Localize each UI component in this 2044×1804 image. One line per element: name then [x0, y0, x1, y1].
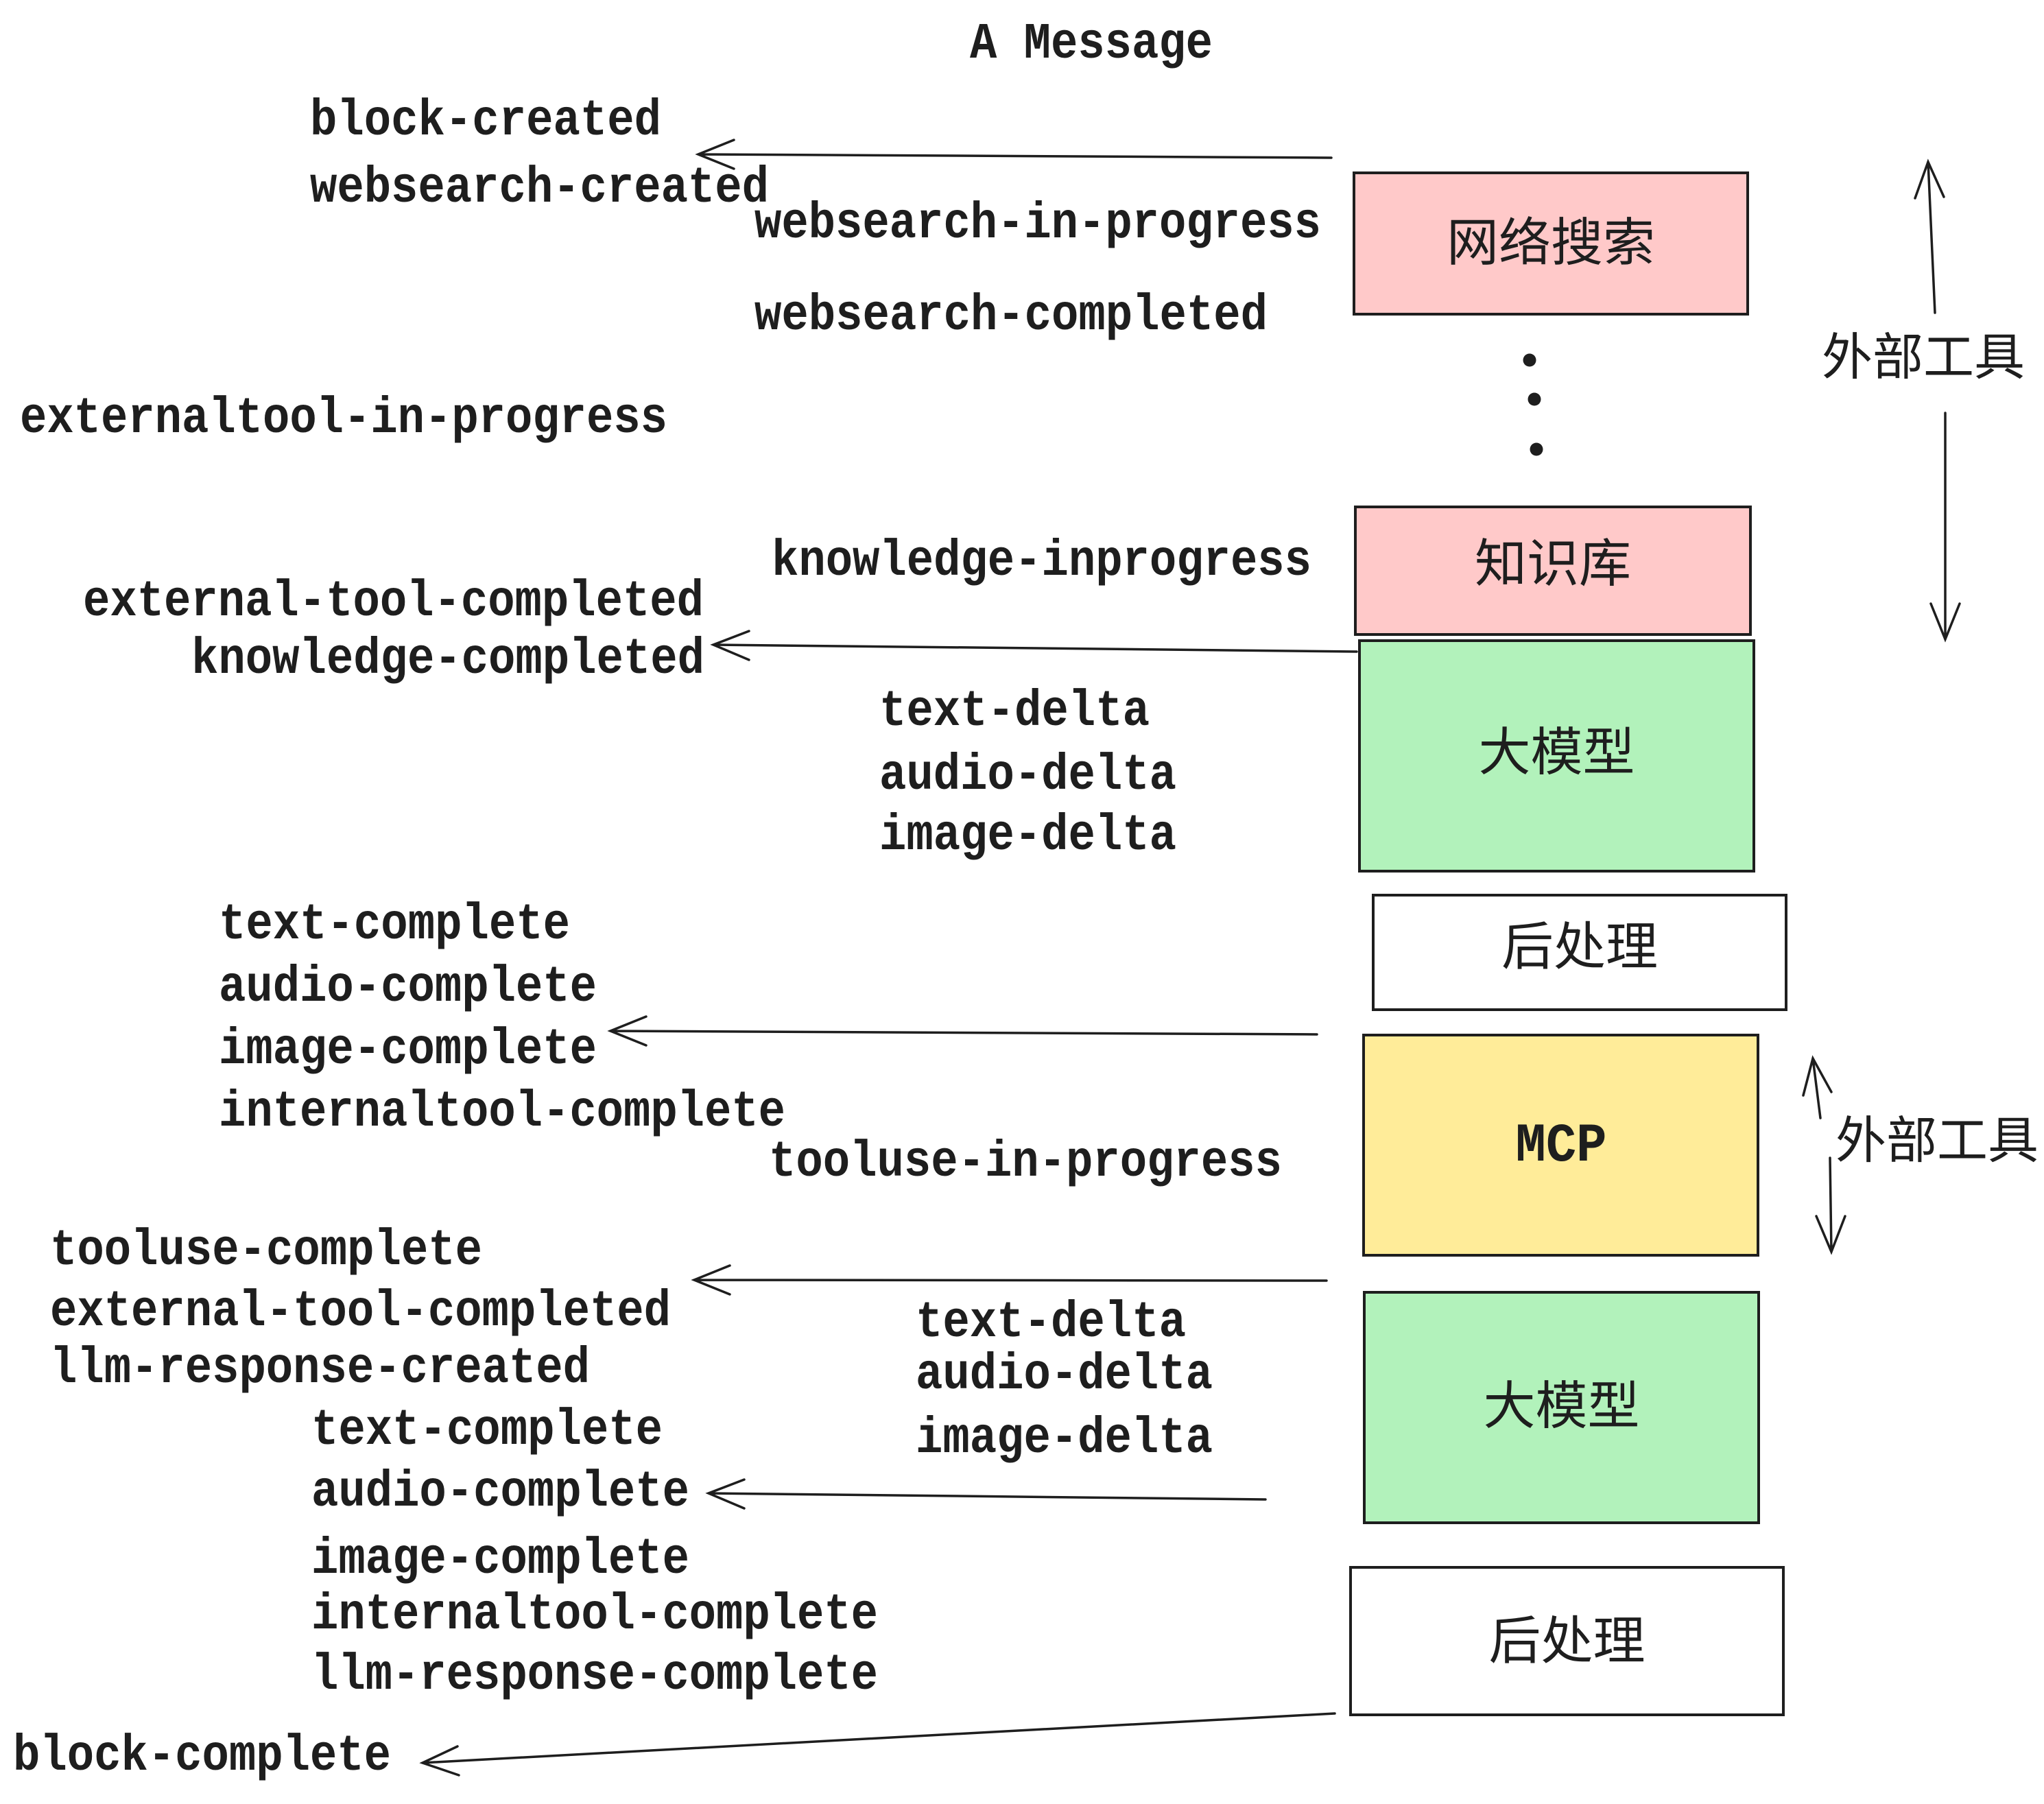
svg-text:audio-delta: audio-delta — [916, 1346, 1213, 1404]
svg-text:audio-delta: audio-delta — [879, 747, 1176, 805]
svg-text:websearch-completed: websearch-completed — [754, 287, 1268, 345]
svg-text:internaltool-complete: internaltool-complete — [219, 1084, 785, 1141]
svg-text:image-delta: image-delta — [879, 807, 1176, 865]
svg-text:image-delta: image-delta — [916, 1410, 1213, 1468]
svg-text:block-created: block-created — [310, 93, 661, 150]
svg-text:llm-response-complete: llm-response-complete — [311, 1647, 878, 1705]
svg-text:text-delta: text-delta — [879, 683, 1150, 741]
svg-text:tooluse-complete: tooluse-complete — [50, 1222, 482, 1280]
svg-text:text-delta: text-delta — [916, 1294, 1186, 1352]
svg-text:knowledge-completed: knowledge-completed — [191, 631, 704, 689]
svg-text:internaltool-complete: internaltool-complete — [311, 1587, 878, 1644]
svg-text:image-complete: image-complete — [311, 1531, 689, 1589]
svg-text:external-tool-completed: external-tool-completed — [50, 1283, 671, 1341]
svg-text:block-complete: block-complete — [13, 1728, 391, 1785]
svg-text:audio-complete: audio-complete — [219, 959, 597, 1017]
svg-text:external-tool-completed: external-tool-completed — [83, 573, 704, 631]
svg-text:text-complete: text-complete — [311, 1402, 663, 1460]
svg-text:knowledge-inprogress: knowledge-inprogress — [772, 533, 1311, 591]
svg-text:audio-complete: audio-complete — [311, 1464, 689, 1521]
svg-text:llm-response-created: llm-response-created — [50, 1340, 590, 1398]
svg-text:websearch-in-progress: websearch-in-progress — [754, 195, 1321, 253]
svg-text:websearch-created: websearch-created — [310, 160, 769, 217]
svg-text:text-complete: text-complete — [219, 897, 570, 954]
svg-text:externaltool-in-progress: externaltool-in-progress — [20, 390, 667, 448]
svg-text:MCP: MCP — [1516, 1115, 1607, 1178]
svg-text:A Message: A Message — [970, 16, 1213, 73]
svg-text:tooluse-in-progress: tooluse-in-progress — [769, 1134, 1282, 1191]
svg-text:image-complete: image-complete — [219, 1021, 597, 1079]
